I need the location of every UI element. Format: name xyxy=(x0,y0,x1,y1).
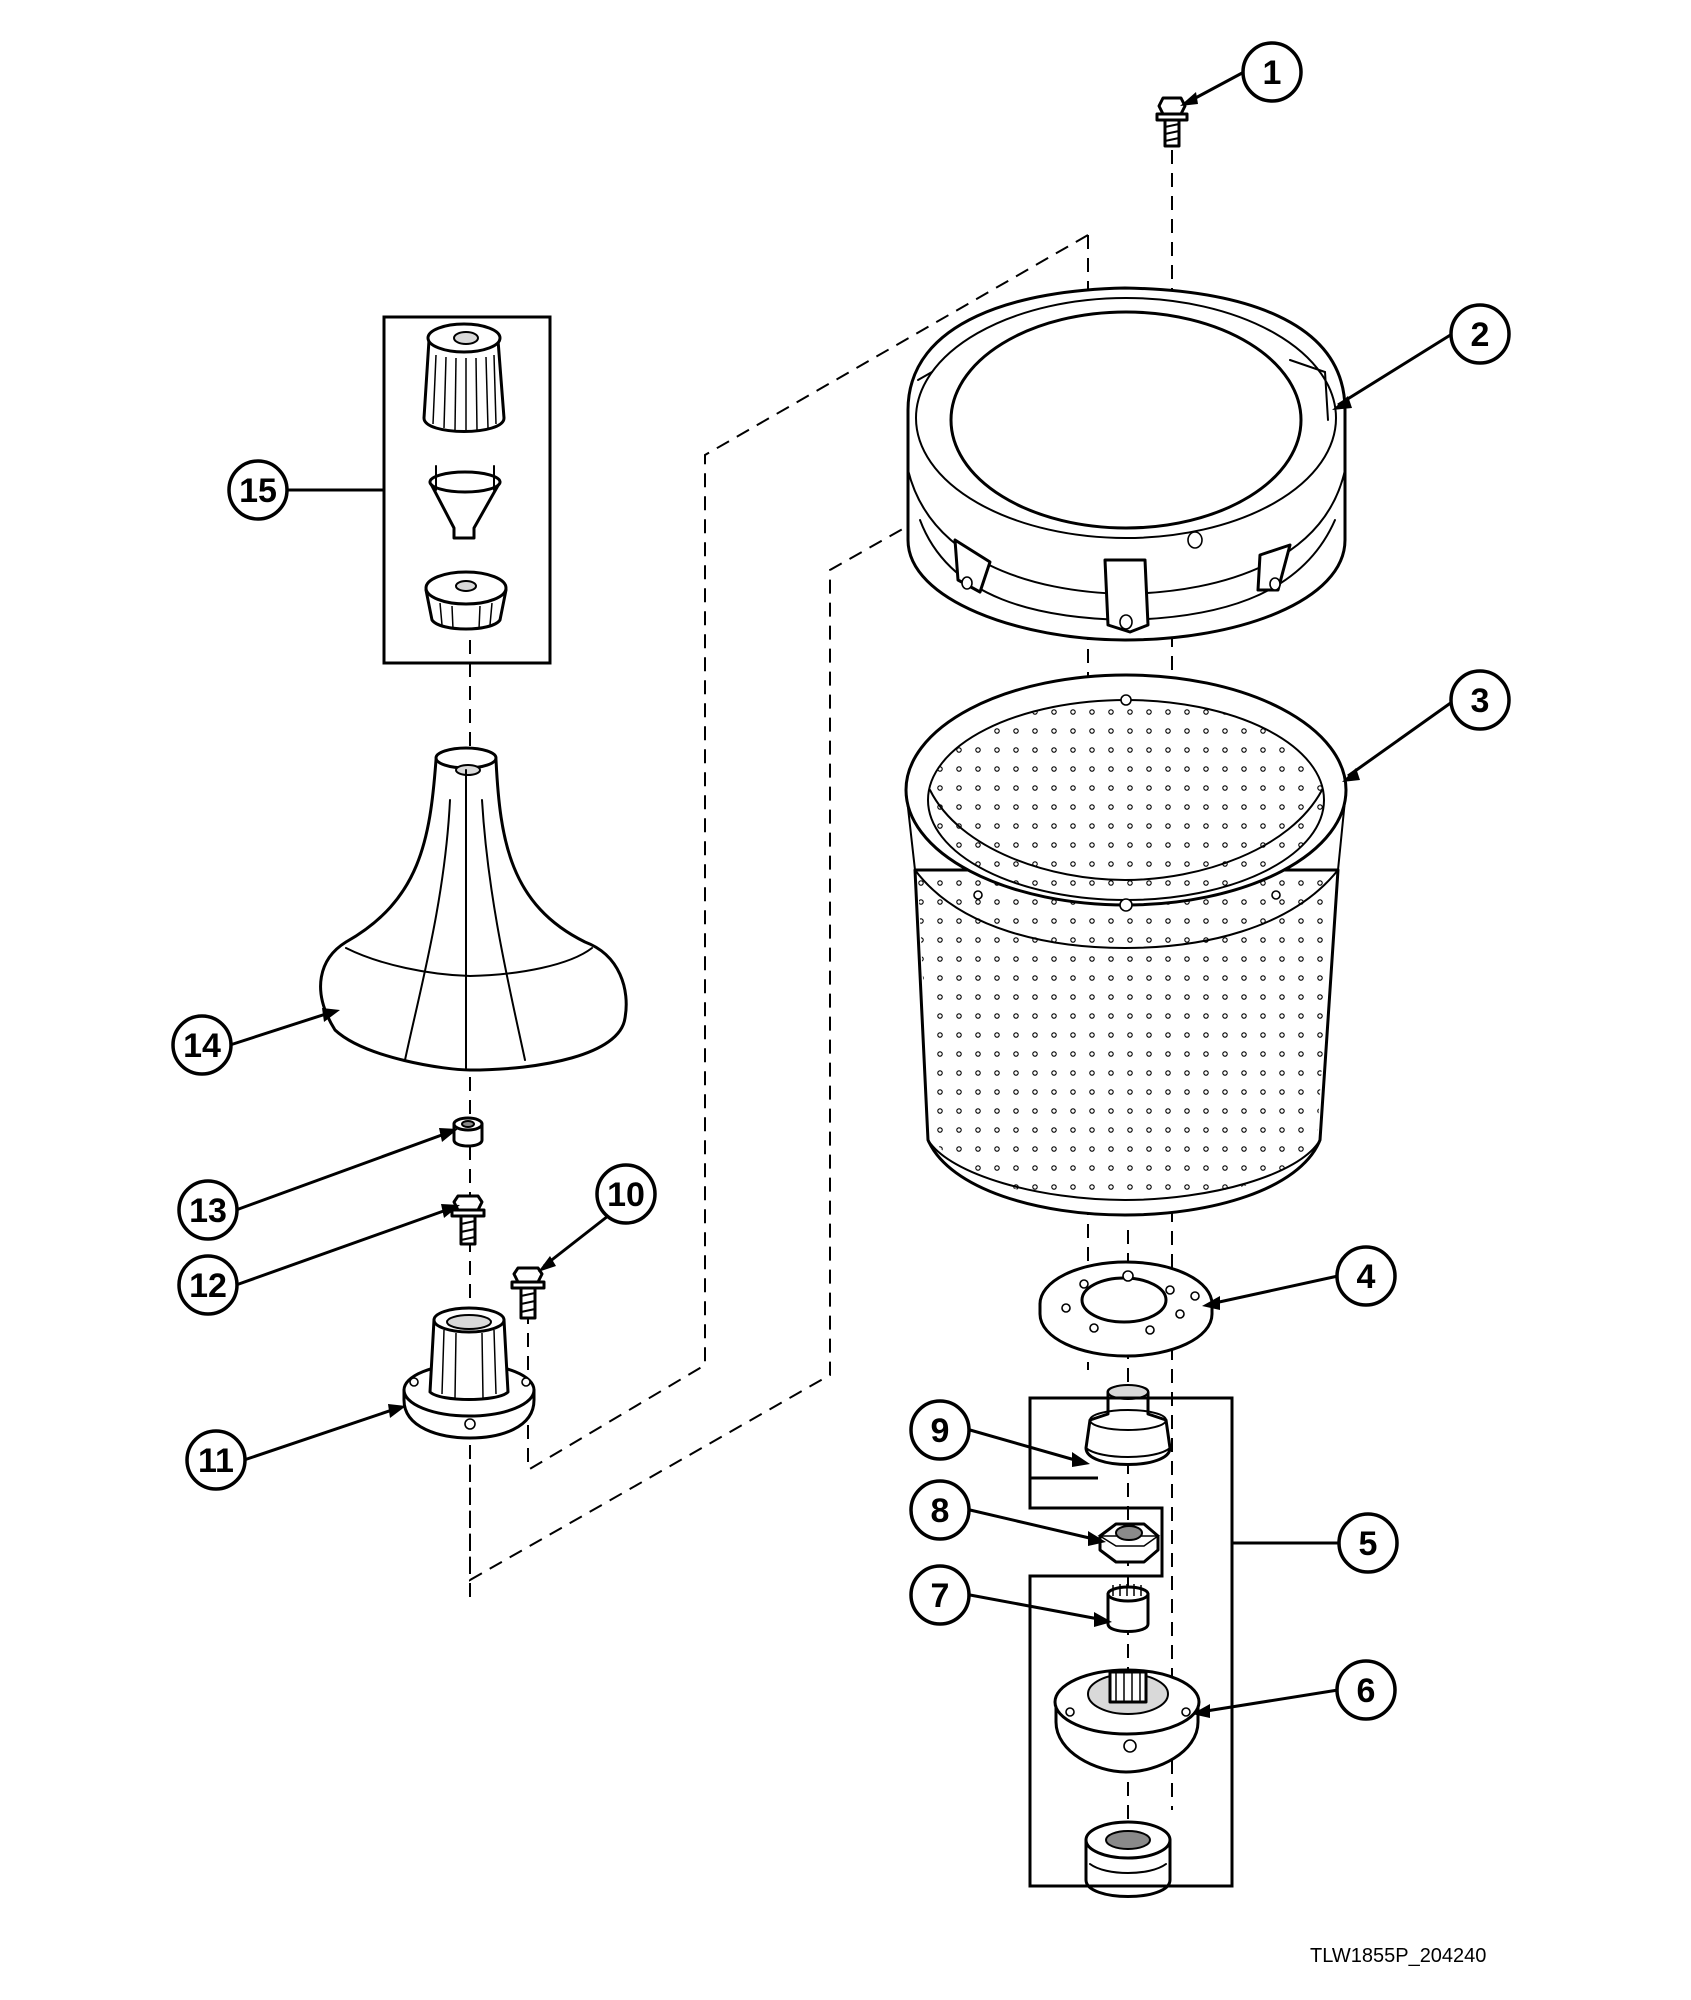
callout-4: 4 xyxy=(1335,1245,1397,1307)
callout-9-label: 9 xyxy=(931,1412,950,1450)
callout-6-label: 6 xyxy=(1357,1672,1376,1710)
part-2-balance-ring xyxy=(906,286,1347,642)
callout-15-label: 15 xyxy=(239,472,277,510)
callout-8: 8 xyxy=(909,1479,971,1541)
callout-9: 9 xyxy=(909,1399,971,1461)
callout-11-label: 11 xyxy=(198,1442,234,1480)
part-14-agitator xyxy=(319,746,628,1072)
leader-lines xyxy=(229,70,1453,1718)
callout-13-label: 13 xyxy=(189,1192,227,1230)
callout-10-label: 10 xyxy=(607,1176,645,1214)
part-7-spline-ring xyxy=(1106,1584,1150,1633)
callout-5: 5 xyxy=(1337,1512,1399,1574)
part-1-screw xyxy=(1155,96,1189,148)
callout-13: 13 xyxy=(177,1179,239,1241)
part-8-hex-nut xyxy=(1097,1522,1161,1564)
callout-3-label: 3 xyxy=(1471,682,1490,720)
callout-2: 2 xyxy=(1449,303,1511,365)
callout-5-label: 5 xyxy=(1359,1525,1378,1563)
part-4-hub-flange xyxy=(1038,1260,1214,1358)
callout-11: 11 xyxy=(185,1429,247,1491)
callout-12-label: 12 xyxy=(189,1267,227,1305)
callout-10: 10 xyxy=(595,1163,657,1225)
callout-8-label: 8 xyxy=(931,1492,950,1530)
callout-6: 6 xyxy=(1335,1659,1397,1721)
callout-2-label: 2 xyxy=(1471,316,1490,354)
part-6-drive-hub xyxy=(1053,1668,1201,1774)
part-11-drive-block xyxy=(402,1306,536,1440)
callout-7: 7 xyxy=(909,1564,971,1626)
callout-15: 15 xyxy=(227,459,289,521)
callout-1: 1 xyxy=(1241,41,1303,103)
part-3-wash-basket xyxy=(904,673,1348,1217)
callout-3: 3 xyxy=(1449,669,1511,731)
part-15-agitator-cap-assembly xyxy=(422,322,508,631)
part-5-bearing xyxy=(1084,1820,1172,1898)
callout-12: 12 xyxy=(177,1254,239,1316)
part-9-seal-bushing xyxy=(1084,1384,1172,1466)
drawing-code: TLW1855P_204240 xyxy=(1310,1945,1486,1967)
callout-7-label: 7 xyxy=(931,1577,950,1615)
part-13-nut-cap xyxy=(452,1116,484,1148)
callout-14: 14 xyxy=(171,1014,233,1076)
part-12-bolt xyxy=(450,1194,486,1246)
callout-4-label: 4 xyxy=(1357,1258,1376,1296)
callout-14-label: 14 xyxy=(183,1027,221,1065)
part-10-screw xyxy=(510,1266,546,1320)
callout-1-label: 1 xyxy=(1263,54,1282,92)
